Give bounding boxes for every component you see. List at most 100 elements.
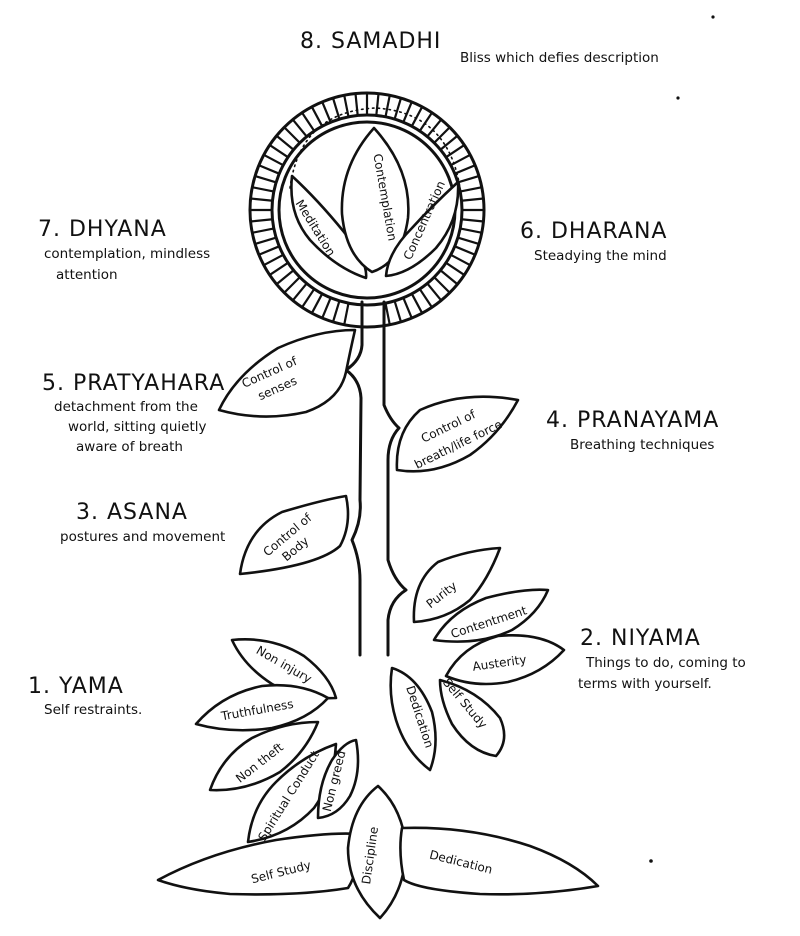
yama-leaves: Non injury Truthfulness Non theft Spirit… — [194, 638, 360, 844]
ring-hatch-line — [321, 102, 332, 122]
pratyahara-desc-line1: detachment from the — [54, 399, 198, 415]
ring-hatch-line — [434, 127, 450, 143]
ring-hatch-line — [343, 303, 350, 325]
speck — [676, 96, 680, 100]
dharana-title: 6. DHARANA — [520, 219, 667, 244]
yama-desc: Self restraints. — [44, 702, 142, 718]
niyama-leaves: Purity Contentment Austerity Self Study … — [389, 546, 566, 772]
ring-hatch-line — [251, 197, 272, 202]
base-leaf-dedication — [399, 826, 600, 896]
ring-hatch-line — [252, 186, 274, 193]
dhyana-title: 7. DHYANA — [38, 217, 167, 242]
pratyahara-desc-line3: aware of breath — [76, 439, 183, 455]
ring-hatch-line — [419, 112, 433, 131]
ring-hatch-line — [455, 245, 475, 256]
pratyahara-title: 5. PRATYAHARA — [42, 371, 225, 396]
ring-hatch-line — [402, 102, 413, 122]
niyama-desc-line1: Things to do, coming to — [585, 655, 746, 671]
ring-hatch-line — [292, 283, 307, 301]
speck — [649, 859, 653, 863]
ring-hatch-line — [393, 301, 402, 322]
ring-hatch-line — [440, 135, 458, 150]
ring-hatch-line — [375, 94, 380, 115]
speck — [711, 15, 715, 19]
ring-hatch-line — [462, 197, 483, 202]
ring-hatch-line — [411, 294, 423, 313]
ring-hatch-line — [259, 245, 279, 256]
ring-hatch-line — [259, 164, 279, 175]
leaf-control-of-breath — [395, 395, 520, 473]
dhyana-desc-line2: attention — [56, 267, 118, 283]
stem-leaves: Control of senses Control of breath/life… — [217, 328, 520, 576]
ring-hatch-line — [252, 227, 274, 234]
ring-hatch-line — [292, 119, 307, 137]
leaf-non-theft — [208, 720, 320, 792]
base-leaf-discipline — [346, 784, 408, 920]
ring-hatch-line — [458, 236, 479, 245]
petal-concentration — [384, 180, 460, 278]
dharana-desc: Steadying the mind — [534, 248, 667, 264]
stamen-dotted-outline — [289, 107, 461, 189]
leaf-control-of-body — [238, 494, 350, 576]
ring-hatch-line — [311, 294, 323, 313]
ring-hatch-line — [440, 270, 458, 285]
asana-desc: postures and movement — [60, 529, 225, 545]
ring-hatch-line — [284, 277, 300, 293]
petal-contemplation — [340, 126, 410, 274]
ring-hatch-line — [255, 175, 276, 184]
ring-hatch-line — [264, 154, 283, 166]
ring-hatch-line — [446, 262, 465, 276]
ring-hatch-line — [411, 107, 423, 126]
samadhi-desc: Bliss which defies description — [460, 50, 659, 66]
petal-meditation — [290, 174, 368, 280]
outer-ring-inner — [270, 113, 464, 307]
ring-hatch-line — [354, 94, 359, 115]
ring-hatch-line — [458, 175, 479, 184]
ring-hatch-line — [434, 277, 450, 293]
leaf-spiritual-conduct — [246, 742, 338, 844]
ring-hatch-line — [393, 98, 402, 119]
ring-hatch-line — [276, 135, 294, 150]
niyama-title: 2. NIYAMA — [580, 626, 701, 651]
dhyana-desc-line1: contemplation, mindless — [44, 246, 210, 262]
ring-hatch-line — [384, 95, 391, 117]
ring-hatch-line — [269, 262, 288, 276]
ring-hatch-line — [284, 127, 300, 143]
ring-hatch-line — [301, 112, 315, 131]
yama-title: 1. YAMA — [28, 674, 124, 699]
limb-captions: 8. SAMADHI Bliss which defies descriptio… — [28, 29, 746, 718]
ring-hatch-line — [276, 270, 294, 285]
leaf-truthfulness — [194, 683, 330, 732]
ring-hatch-line — [402, 298, 413, 318]
flower-head: Meditation Contemplation Concentration — [248, 91, 486, 329]
ring-hatch-line — [427, 119, 442, 137]
ring-hatch-line — [264, 254, 283, 266]
stem — [344, 300, 408, 657]
ring-hatch-line — [451, 254, 470, 266]
leaf-dedication — [389, 666, 437, 772]
asana-title: 3. ASANA — [76, 500, 188, 525]
ring-hatch-line — [384, 303, 391, 325]
ring-hatch-line — [269, 144, 288, 158]
ring-hatch-line — [311, 107, 323, 126]
leaf-self-study — [438, 678, 506, 758]
ring-hatch-line — [451, 154, 470, 166]
pratyahara-desc-line2: world, sitting quietly — [68, 419, 207, 435]
niyama-desc-line2: terms with yourself. — [578, 676, 712, 692]
ring-hatch-line — [419, 289, 433, 308]
ring-hatch-line — [460, 186, 482, 193]
leaf-non-greed — [316, 738, 360, 820]
ring-hatch-line — [332, 301, 341, 322]
ring-hatch-line — [251, 218, 272, 223]
ring-hatch-line — [301, 289, 315, 308]
base-leaf-self-study — [156, 832, 360, 896]
base-leaves: Self Study Discipline Dedication — [156, 784, 600, 920]
ring-hatch-line — [332, 98, 341, 119]
samadhi-title: 8. SAMADHI — [300, 29, 441, 54]
ring-hatch-line — [446, 144, 465, 158]
leaf-control-of-senses — [217, 328, 357, 418]
ring-hatch-line — [321, 298, 332, 318]
outer-ring-outer — [248, 91, 486, 329]
